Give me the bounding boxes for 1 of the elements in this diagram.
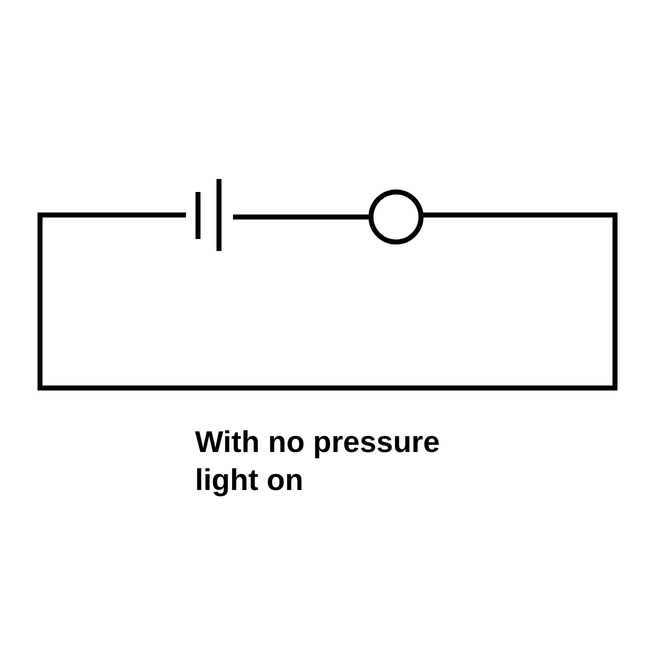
caption: With no pressure light on [195, 425, 441, 499]
